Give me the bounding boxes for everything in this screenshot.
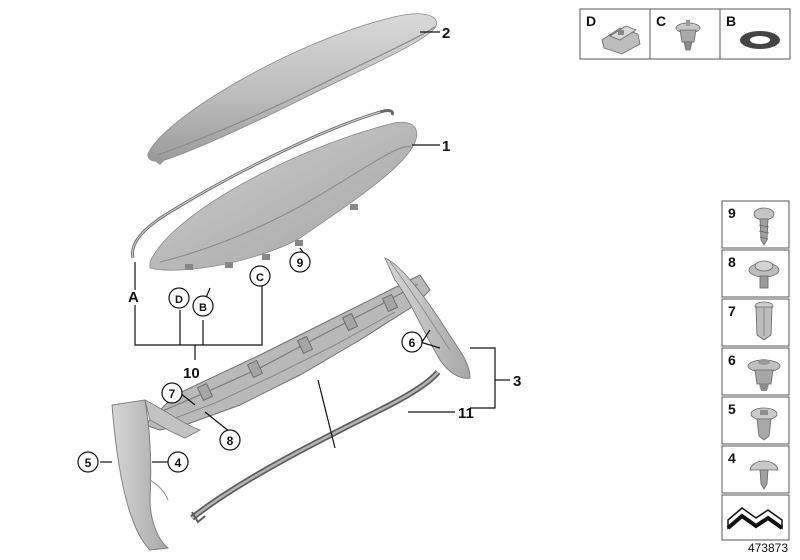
part-2-upper-panel[interactable] <box>147 13 437 165</box>
svg-text:5: 5 <box>85 456 92 470</box>
part-seal-strip-A[interactable] <box>131 109 394 259</box>
svg-text:B: B <box>726 13 736 29</box>
clip-D-icon <box>601 25 641 55</box>
callout-9-circle: 9 <box>289 251 311 273</box>
legend-item-9[interactable]: 9 <box>721 200 790 249</box>
leader-lines <box>100 31 510 463</box>
callout-7-circle: 7 <box>161 382 183 404</box>
legend-item-7[interactable]: 7 <box>721 298 790 347</box>
callout-3: 3 <box>513 373 521 390</box>
svg-text:8: 8 <box>728 254 736 270</box>
callout-group: 2 1 A 10 3 11 9 D B C 6 7 <box>77 25 521 473</box>
svg-text:9: 9 <box>728 205 736 221</box>
svg-text:7: 7 <box>728 303 736 319</box>
callout-4-circle: 4 <box>167 451 189 473</box>
mounting-direction-icon <box>726 507 784 530</box>
callout-11: 11 <box>458 405 474 422</box>
callout-1: 1 <box>442 138 450 155</box>
svg-text:4: 4 <box>728 450 736 466</box>
legend-item-5[interactable]: 5 <box>721 396 790 445</box>
svg-text:6: 6 <box>409 336 416 350</box>
legend-top: D C B <box>579 8 791 60</box>
diagram-number: 473873 <box>748 541 788 555</box>
part-3-carrier-frame[interactable] <box>144 257 471 431</box>
rivet-nut-7-icon <box>754 301 774 341</box>
legend-item-B[interactable]: B <box>726 13 780 49</box>
svg-text:D: D <box>586 13 596 29</box>
part-1-main-panel[interactable] <box>149 122 418 271</box>
legend-item-C[interactable]: C <box>656 13 701 51</box>
svg-text:D: D <box>175 294 183 306</box>
svg-text:6: 6 <box>728 352 736 368</box>
callout-6-circle: 6 <box>401 331 423 353</box>
callout-D-circle: D <box>168 287 190 309</box>
legend-item-4[interactable]: 4 <box>721 445 790 494</box>
svg-text:C: C <box>256 272 264 284</box>
svg-text:B: B <box>199 302 207 314</box>
legend-item-D[interactable]: D <box>586 13 641 55</box>
part-5-left-pillar[interactable] <box>111 399 202 551</box>
callout-C-circle: C <box>249 265 271 287</box>
legend-item-6[interactable]: 6 <box>721 347 790 396</box>
svg-text:8: 8 <box>227 434 234 448</box>
expansion-clip-C-icon <box>675 20 701 51</box>
svg-text:4: 4 <box>175 456 182 470</box>
legend-item-8[interactable]: 8 <box>721 249 790 298</box>
legend-item-arrow <box>721 494 790 541</box>
grommet-B-icon <box>740 31 780 49</box>
callout-B-circle: B <box>192 295 214 317</box>
callout-8-circle: 8 <box>219 429 241 451</box>
svg-text:7: 7 <box>169 387 176 401</box>
callout-10: 10 <box>183 365 200 382</box>
clip-6-icon <box>747 359 781 391</box>
expansion-rivet-5-icon <box>750 407 778 441</box>
svg-text:5: 5 <box>728 401 736 417</box>
svg-text:9: 9 <box>297 256 304 270</box>
callout-A: A <box>128 289 139 306</box>
push-pin-4-icon <box>749 460 779 490</box>
legend-right: 9 8 7 <box>721 200 790 541</box>
washer-screw-8-icon <box>748 260 780 289</box>
svg-text:C: C <box>656 13 666 29</box>
callout-5-circle: 5 <box>77 451 99 473</box>
screw-9-icon <box>753 207 775 246</box>
callout-2: 2 <box>442 25 450 42</box>
part-11-edge-strip[interactable] <box>190 370 441 524</box>
